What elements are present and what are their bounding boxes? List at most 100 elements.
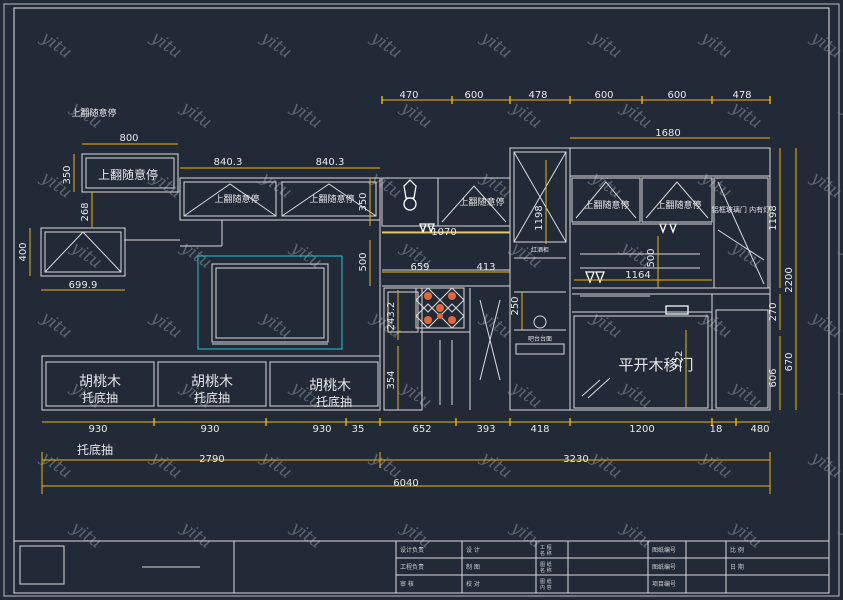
upper-flap-label-5: 上翻随意停 <box>656 199 701 211</box>
dim-top-2: 600 <box>464 90 483 101</box>
glass-door-note: 铝框玻璃门 内有灯 <box>712 205 770 214</box>
watermark-text: yitu <box>36 27 75 63</box>
dim-top-1: 470 <box>399 90 418 101</box>
watermark-text: yitu <box>396 377 435 413</box>
dim-left-side-height: 400 <box>18 242 29 261</box>
drawer-3-wood: 胡桃木 <box>309 378 351 394</box>
dim-mid-413: 413 <box>476 262 495 273</box>
watermark-text: yitu <box>586 27 625 63</box>
watermark-text: yitu <box>836 517 843 553</box>
watermark-text: yitu <box>286 517 325 553</box>
dim-left-lower-height: 268 <box>80 202 91 221</box>
dim-mid-354: 354 <box>386 370 397 389</box>
title-block-cell: 名 称 <box>540 550 552 557</box>
watermark-text: yitu <box>366 167 405 203</box>
upper-flap-label-1: 上翻随意停 <box>214 193 259 205</box>
watermark-text: yitu <box>396 97 435 133</box>
watermark-text: yitu <box>726 97 765 133</box>
title-block-cell: 审 核 <box>400 580 414 588</box>
upper-flap-label-3: 上翻随意停 <box>459 196 504 208</box>
watermark-text: yitu <box>146 447 185 483</box>
drawer-2-note: 托底抽 <box>194 390 230 405</box>
watermark-text: yitu <box>146 27 185 63</box>
dim-mid-1070: 1070 <box>431 227 456 238</box>
upper-flap-label-2: 上翻随意停 <box>309 193 354 205</box>
wine-rack <box>415 287 465 329</box>
watermark-text: yitu <box>586 447 625 483</box>
watermark-layer: yitu yitu yitu yitu yitu yitu yitu yitu yitu yitu… <box>36 27 843 553</box>
title-block-cell: 工程负责 <box>400 563 424 571</box>
dim-right-606: 606 <box>768 368 779 387</box>
watermark-text: yitu <box>696 447 735 483</box>
dim-tall-1198: 1198 <box>534 205 545 230</box>
dim-mid-500: 500 <box>358 252 369 271</box>
dim-right-722: 722 <box>674 350 685 369</box>
watermark-text: yitu <box>586 167 625 203</box>
tv-screen <box>197 255 343 350</box>
dim-left-lower-width: 699.9 <box>69 280 98 291</box>
dim-flap-width-2: 840.3 <box>316 157 345 168</box>
watermark-text: yitu <box>506 97 545 133</box>
dim-top-4: 600 <box>594 90 613 101</box>
watermark-text: yitu <box>586 307 625 343</box>
title-block <box>13 540 830 594</box>
dim-bottom-418: 418 <box>530 424 549 435</box>
watermark-text: yitu <box>836 377 843 413</box>
dim-wine-243: 243.2 <box>386 302 397 331</box>
dim-flap-width-1: 840.3 <box>214 157 243 168</box>
title-block-cell: 项目编号 <box>652 580 676 588</box>
dim-total: 6040 <box>393 478 418 489</box>
watermark-text: yitu <box>286 97 325 133</box>
watermark-text: yitu <box>806 307 843 343</box>
title-block-cell: 内 容 <box>540 584 552 591</box>
dim-bottom-393: 393 <box>476 424 495 435</box>
drawer-3-note: 托底抽 <box>316 394 352 409</box>
bar-section <box>379 177 511 411</box>
watermark-text: yitu <box>616 97 655 133</box>
watermark-text: yitu <box>506 377 545 413</box>
watermark-text: yitu <box>176 237 215 273</box>
dim-bottom-35: 35 <box>352 424 365 435</box>
watermark-text: yitu <box>476 27 515 63</box>
dim-total-right: 3230 <box>563 454 588 465</box>
tall-display-cabinet <box>509 147 571 411</box>
title-block-cell: 设计负责 <box>400 546 424 554</box>
watermark-text: yitu <box>176 517 215 553</box>
dim-mid-659: 659 <box>410 262 429 273</box>
watermark-text: yitu <box>806 167 843 203</box>
sliding-door-label: 平开木移门 <box>618 356 693 374</box>
dim-right-670: 670 <box>784 352 795 371</box>
title-block-cell: 图 纸 <box>540 578 552 585</box>
dim-right-500: 500 <box>646 248 657 267</box>
wine-glass-icon <box>403 179 689 315</box>
dim-bottom-18: 18 <box>710 424 723 435</box>
dim-top-3: 478 <box>528 90 547 101</box>
right-cabinet-block <box>569 147 771 411</box>
dim-mid-350: 350 <box>358 192 369 211</box>
dim-right-1198: 1198 <box>768 205 779 230</box>
watermark-text: yitu <box>836 97 843 133</box>
watermark-text: yitu <box>256 447 295 483</box>
wine-bottles <box>424 292 456 324</box>
watermark-text: yitu <box>696 27 735 63</box>
watermark-text: yitu <box>506 237 545 273</box>
title-block-cell: 比 例 <box>730 546 744 554</box>
watermark-text: yitu <box>696 167 735 203</box>
watermark-text: yitu <box>726 237 765 273</box>
watermark-text: yitu <box>616 517 655 553</box>
title-block-cell: 图 纸 <box>540 561 552 568</box>
watermark-text: yitu <box>66 237 105 273</box>
dim-mid-250: 250 <box>510 296 521 315</box>
dim-bottom-480: 480 <box>750 424 769 435</box>
drawer-1-wood: 胡桃木 <box>79 374 121 390</box>
wine-cabinet-note: 红酒柜 <box>531 246 549 254</box>
drawer-1-note: 托底抽 <box>82 390 118 405</box>
title-block-cell: 日 期 <box>730 563 744 571</box>
watermark-text: yitu <box>66 517 105 553</box>
title-block-cell: 图纸编号 <box>652 563 676 571</box>
left-wall-cabinet: 上翻随意停 <box>81 153 179 193</box>
dim-bottom-1200: 1200 <box>629 424 654 435</box>
